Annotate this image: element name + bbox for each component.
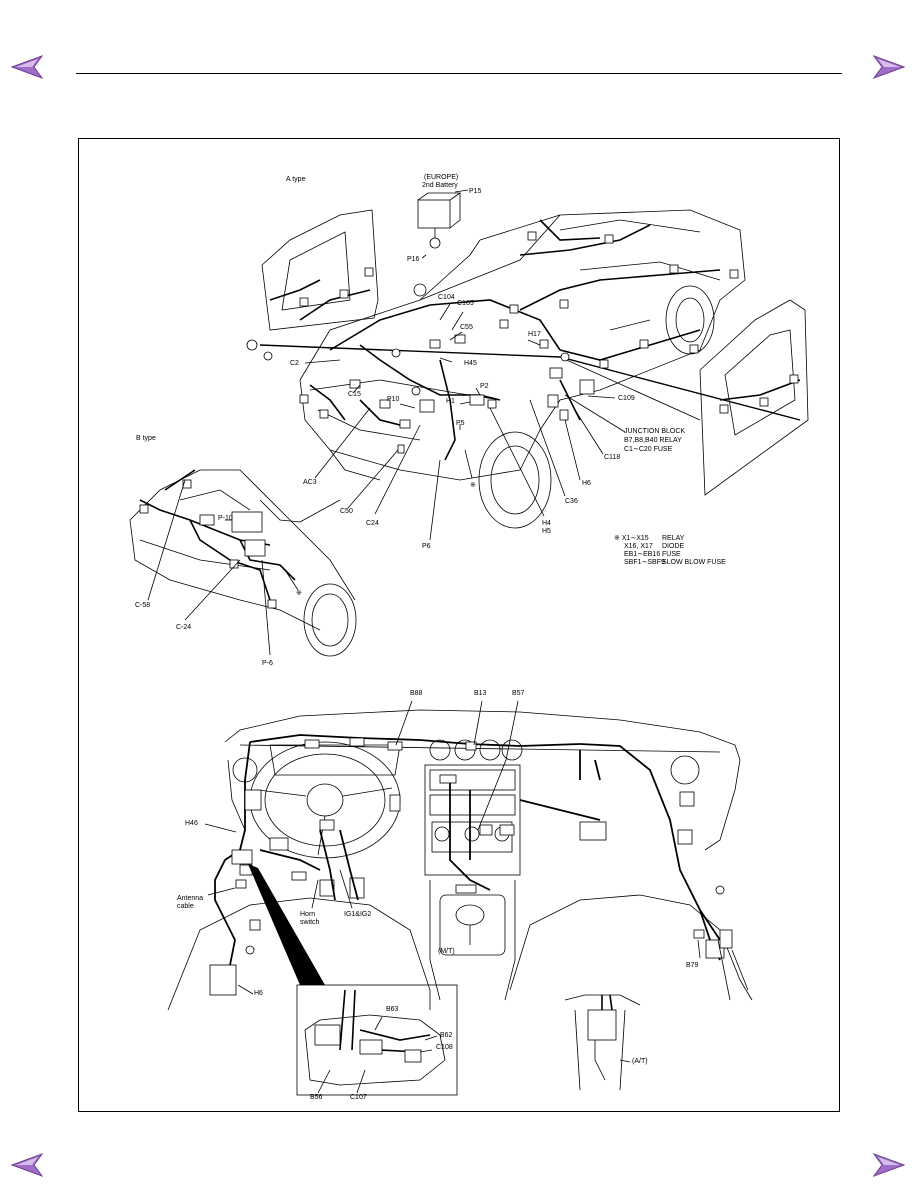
junction-fuse-label: C1∼C20 FUSE (624, 446, 673, 453)
label-h46: H46 (185, 820, 198, 827)
prev-page-button[interactable] (10, 54, 44, 80)
header-rule (76, 73, 842, 74)
label-p5: P5 (456, 420, 465, 427)
vehicle-b-type-drawing (129, 469, 357, 657)
label-c108: C108 (436, 1044, 453, 1051)
horn-switch-label-line2: switch (300, 919, 320, 926)
label-h1: H1 (446, 398, 455, 405)
label-b79: B79 (686, 962, 699, 969)
label-p10: P10 (387, 396, 400, 403)
a-type-label: A type (286, 176, 306, 183)
next-page-button-bottom[interactable] (872, 1152, 906, 1178)
diagram-frame (78, 138, 840, 1112)
label-ac3: AC3 (303, 479, 317, 486)
label-p15: P15 (469, 188, 482, 195)
label-c2: C2 (290, 360, 299, 367)
label-h4: H4 (542, 520, 551, 527)
label-mark: ※ (470, 482, 476, 489)
label-b57: B57 (512, 690, 525, 697)
label-b62: B62 (440, 1032, 453, 1039)
triangle-left-icon (10, 1152, 44, 1178)
label-p-6: P-6 (262, 660, 273, 667)
label-b56: B56 (310, 1094, 323, 1101)
label-p-10: P-10 (218, 515, 233, 522)
label-h6-dash: H6 (254, 990, 263, 997)
label-c105: C105 (457, 300, 474, 307)
antenna-cable-label-line2: cable (177, 903, 194, 910)
triangle-right-icon (872, 1152, 906, 1178)
label-c50: C50 (340, 508, 353, 515)
label-h17: H17 (528, 331, 541, 338)
at-label: (A/T) (632, 1058, 648, 1065)
next-page-button[interactable] (872, 54, 906, 80)
junction-block-label: JUNCTION BLOCK (624, 428, 686, 435)
horn-switch-label-line1: Horn (300, 911, 316, 918)
antenna-cable-label-line1: Antenna (177, 895, 204, 902)
mt-label: (M/T) (438, 948, 455, 955)
triangle-right-icon (872, 54, 906, 80)
label-c55: C55 (460, 324, 473, 331)
vehicle-a-type-drawing (246, 189, 809, 541)
triangle-left-icon (10, 54, 44, 80)
junction-relay-label: B7,B8,B40 RELAY (624, 437, 682, 444)
second-battery-label: 2nd Battery (422, 182, 458, 189)
b-type-label: B type (136, 435, 156, 442)
label-p6: P6 (422, 543, 431, 550)
label-h45: H45 (464, 360, 477, 367)
label-c109: C109 (618, 395, 635, 402)
legend-row-slow-blow-fuse: SBF1∼SBF9SLOW BLOW FUSE (624, 559, 726, 566)
europe-label: (EUROPE) (424, 174, 459, 181)
label-c-58: C-58 (135, 602, 151, 609)
label-c118: C118 (604, 454, 621, 461)
label-c104: C104 (438, 294, 455, 301)
label-h6: H6 (582, 480, 591, 487)
label-c15: C15 (348, 391, 361, 398)
label-mark-b: ※ (296, 590, 302, 597)
ig-label: IG1&IG2 (344, 911, 372, 918)
label-c36: C36 (565, 498, 578, 505)
label-b13: B13 (474, 690, 487, 697)
prev-page-button-bottom[interactable] (10, 1152, 44, 1178)
dashboard-drawing (167, 700, 753, 1096)
label-c-24: C-24 (176, 624, 192, 631)
label-b88: B88 (410, 690, 423, 697)
label-p2: P2 (480, 383, 489, 390)
label-c107: C107 (350, 1094, 367, 1101)
label-b63: B63 (386, 1006, 399, 1013)
label-p16: P16 (407, 256, 420, 263)
label-c24: C24 (366, 520, 379, 527)
label-h5: H5 (542, 528, 551, 535)
